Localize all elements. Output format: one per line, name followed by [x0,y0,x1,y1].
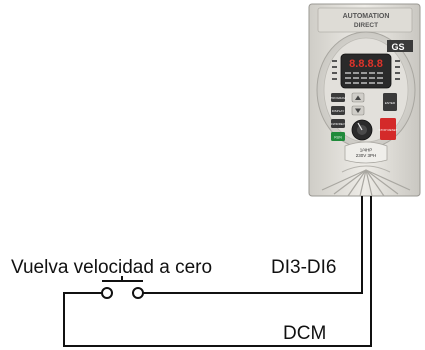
terminal-input-label: DI3-DI6 [271,257,336,278]
switch-label: Vuelva velocidad a cero [11,257,212,278]
run-key-label: RUN [334,136,342,140]
enter-key-label: ENTER [385,101,396,105]
knob-pointer [357,122,363,131]
led-display [340,53,392,89]
rating-line2: 230V 3PH [356,153,377,158]
wiring [63,196,372,347]
fwd-rev-key-label: FWD/REV [331,122,345,126]
run-key [331,132,345,141]
gs-logo-icon [387,40,413,52]
enter-key [383,93,397,111]
down-arrow-icon [355,108,361,113]
rating-plate [344,141,388,164]
wire-di-input [143,196,363,294]
gs-logo-text: GS [391,42,404,52]
up-arrow-icon [355,95,361,100]
switch-contact-right [132,287,144,299]
led-display-digits: 8.8.8.8 [349,58,383,70]
vent-grille [321,169,411,197]
brand-line1: AUTOMATION [343,13,390,20]
side-indicators [332,60,400,80]
terminal-common-label: DCM [283,323,326,344]
brand-line2: DIRECT [354,22,378,29]
switch-contact-left [101,287,113,299]
fwd-rev-key [331,119,345,128]
indicator-leds [345,72,383,84]
display-key-label: DISPLAY [332,109,344,113]
program-key-label: PROGRAM [330,96,346,100]
stop-reset-key [380,118,396,140]
wire-switch-common [63,196,372,347]
stop-reset-key-label: STOP RESET [379,128,398,132]
ac-drive: AUTOMATION DIRECT GS 8.8.8.8 PROGRAM DIS… [308,3,421,197]
display-key [331,106,345,115]
vent-arc [341,165,391,173]
program-key [331,93,345,102]
zero-speed-switch [101,276,144,299]
rating-line1: 1/4HP [360,148,373,153]
